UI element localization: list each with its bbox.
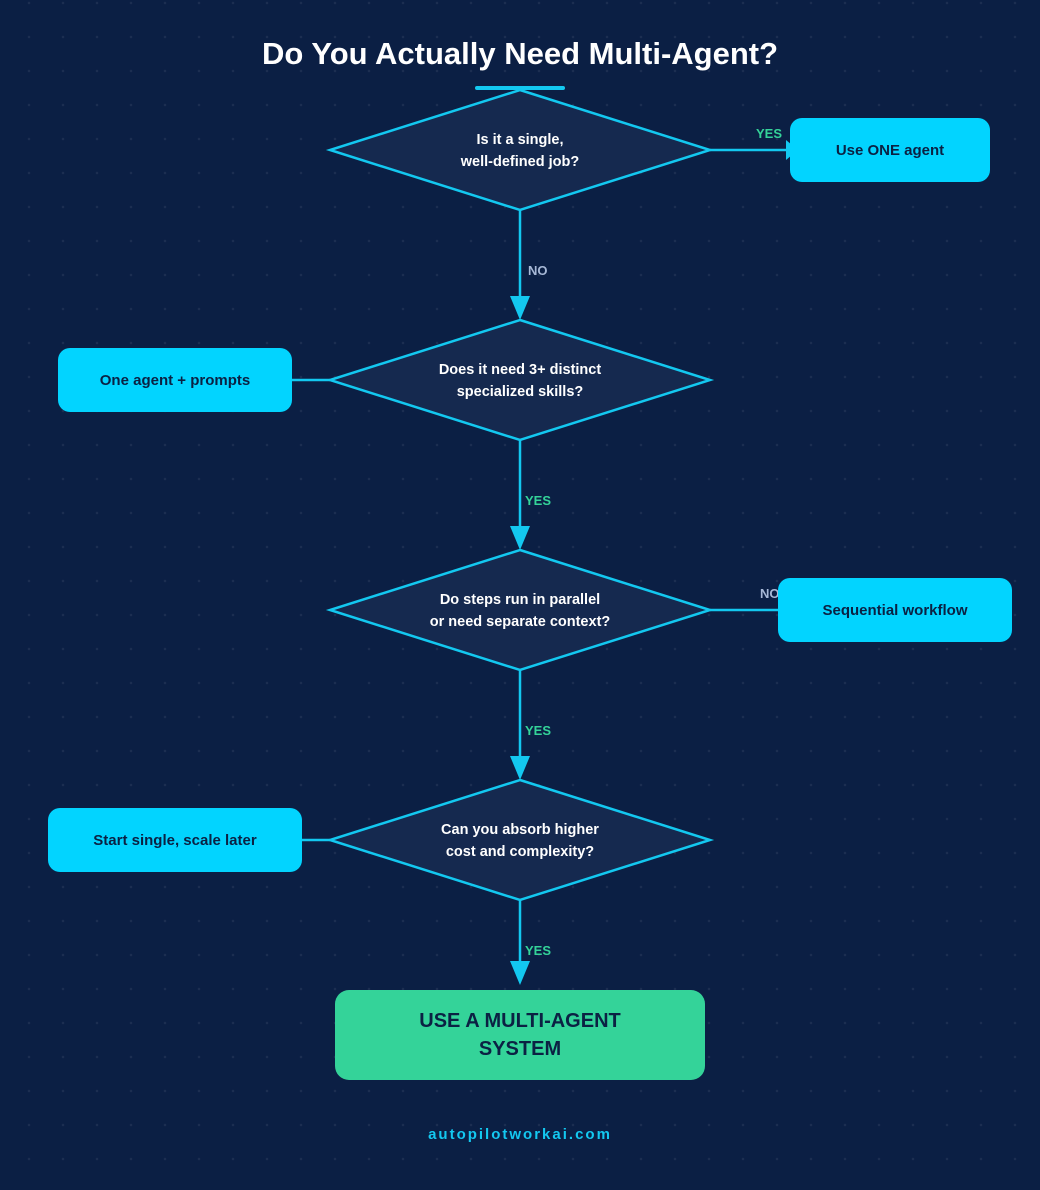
edge-label-q3-no: NO <box>760 586 780 601</box>
question-2-line-1: Does it need 3+ distinct <box>439 362 602 378</box>
title-underline <box>475 86 565 90</box>
decision-diamonds <box>325 88 715 902</box>
outcome-one-agent-prompts: One agent + prompts <box>58 348 292 412</box>
question-1-line-1: Is it a single, <box>476 132 563 148</box>
final-outcome-line-1: USE A MULTI-AGENT <box>419 1010 621 1032</box>
edge-label-q1-no: NO <box>528 263 548 278</box>
arrowhead-q3-yes <box>510 756 530 780</box>
arrowhead-q2-yes <box>510 526 530 550</box>
edge-label-q2-yes: YES <box>525 493 551 508</box>
question-1-line-2: well-defined job? <box>460 154 580 170</box>
question-4-line-2: cost and complexity? <box>446 844 594 860</box>
outcome-start-single: Start single, scale later <box>48 808 302 872</box>
decision-diamond-2 <box>325 318 715 442</box>
edge-label-q3-yes: YES <box>525 723 551 738</box>
decision-diamond-3 <box>325 548 715 672</box>
outcome-use-multi-agent: USE A MULTI-AGENT SYSTEM <box>335 990 705 1080</box>
question-3-line-1: Do steps run in parallel <box>440 592 600 608</box>
arrowhead-q1-no <box>510 296 530 320</box>
arrowheads <box>510 140 798 985</box>
page-title: Do You Actually Need Multi-Agent? <box>261 36 779 71</box>
arrowhead-q4-yes <box>510 961 530 985</box>
question-2-line-2: specialized skills? <box>457 384 584 400</box>
footer-site-link[interactable]: autopilotworkai.com <box>428 1126 612 1143</box>
edge-label-q4-yes: YES <box>525 943 551 958</box>
decision-diamond-4 <box>325 778 715 902</box>
outcome-use-one-agent: Use ONE agent <box>790 118 990 182</box>
question-4-line-1: Can you absorb higher <box>441 822 599 838</box>
question-3-line-2: or need separate context? <box>430 614 611 630</box>
final-outcome-line-2: SYSTEM <box>478 1038 562 1060</box>
decision-diamond-1 <box>325 88 715 212</box>
connectors <box>292 148 790 965</box>
outcome-sequential-workflow: Sequential workflow <box>778 578 1012 642</box>
edge-label-q1-yes: YES <box>756 126 782 141</box>
